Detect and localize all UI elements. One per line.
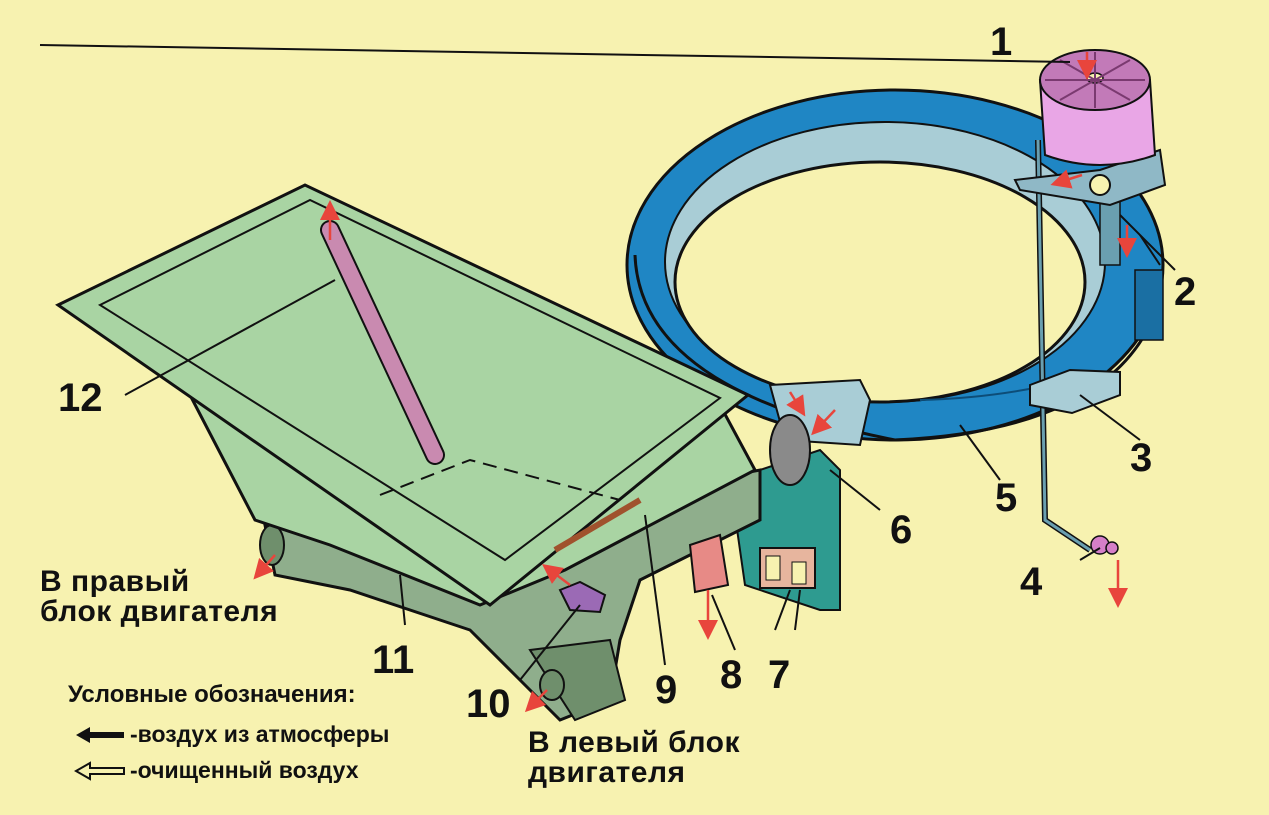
legend-item-cleaned: -очищенный воздух xyxy=(74,759,359,782)
callout-1: 1 xyxy=(990,20,1013,64)
cap-mount xyxy=(1013,148,1167,207)
legend-atmosphere-text: -воздух из атмосферы xyxy=(130,721,390,747)
left-block-label: В левый блок двигателя xyxy=(528,728,740,788)
callout-10: 10 xyxy=(466,682,511,726)
callout-4: 4 xyxy=(1020,560,1043,604)
callout-9: 9 xyxy=(655,668,678,712)
right-block-line2: блок двигателя xyxy=(40,595,279,628)
legend-item-atmosphere: -воздух из атмосферы xyxy=(74,723,389,746)
intake-cap xyxy=(1038,49,1157,166)
right-block-line1: В правый xyxy=(40,565,190,598)
legend-title: Условные обозначения: xyxy=(68,681,356,708)
right-block-label: В правый блок двигателя xyxy=(40,567,278,627)
left-block-line2: двигателя xyxy=(528,756,686,789)
leader-lines xyxy=(39,44,1176,681)
callout-12: 12 xyxy=(58,376,103,420)
hose-clamp xyxy=(688,533,730,594)
callout-6: 6 xyxy=(890,508,913,552)
callout-5: 5 xyxy=(995,476,1018,520)
callout-3: 3 xyxy=(1130,436,1153,480)
suction-pipe xyxy=(320,220,445,465)
callout-11: 11 xyxy=(372,638,415,682)
drain-nipple xyxy=(1090,535,1119,555)
callout-8: 8 xyxy=(720,653,743,697)
flow-arrows xyxy=(253,52,1137,713)
support-pad xyxy=(1029,368,1121,415)
callout-7: 7 xyxy=(768,653,791,697)
callout-2: 2 xyxy=(1174,270,1197,314)
purple-clip xyxy=(558,580,607,614)
left-block-line1: В левый блок xyxy=(528,726,740,759)
hollow-arrow-icon xyxy=(74,760,125,781)
solid-arrow-icon xyxy=(76,726,124,743)
legend-cleaned-text: -очищенный воздух xyxy=(130,757,359,783)
support-rod xyxy=(1035,139,1121,553)
